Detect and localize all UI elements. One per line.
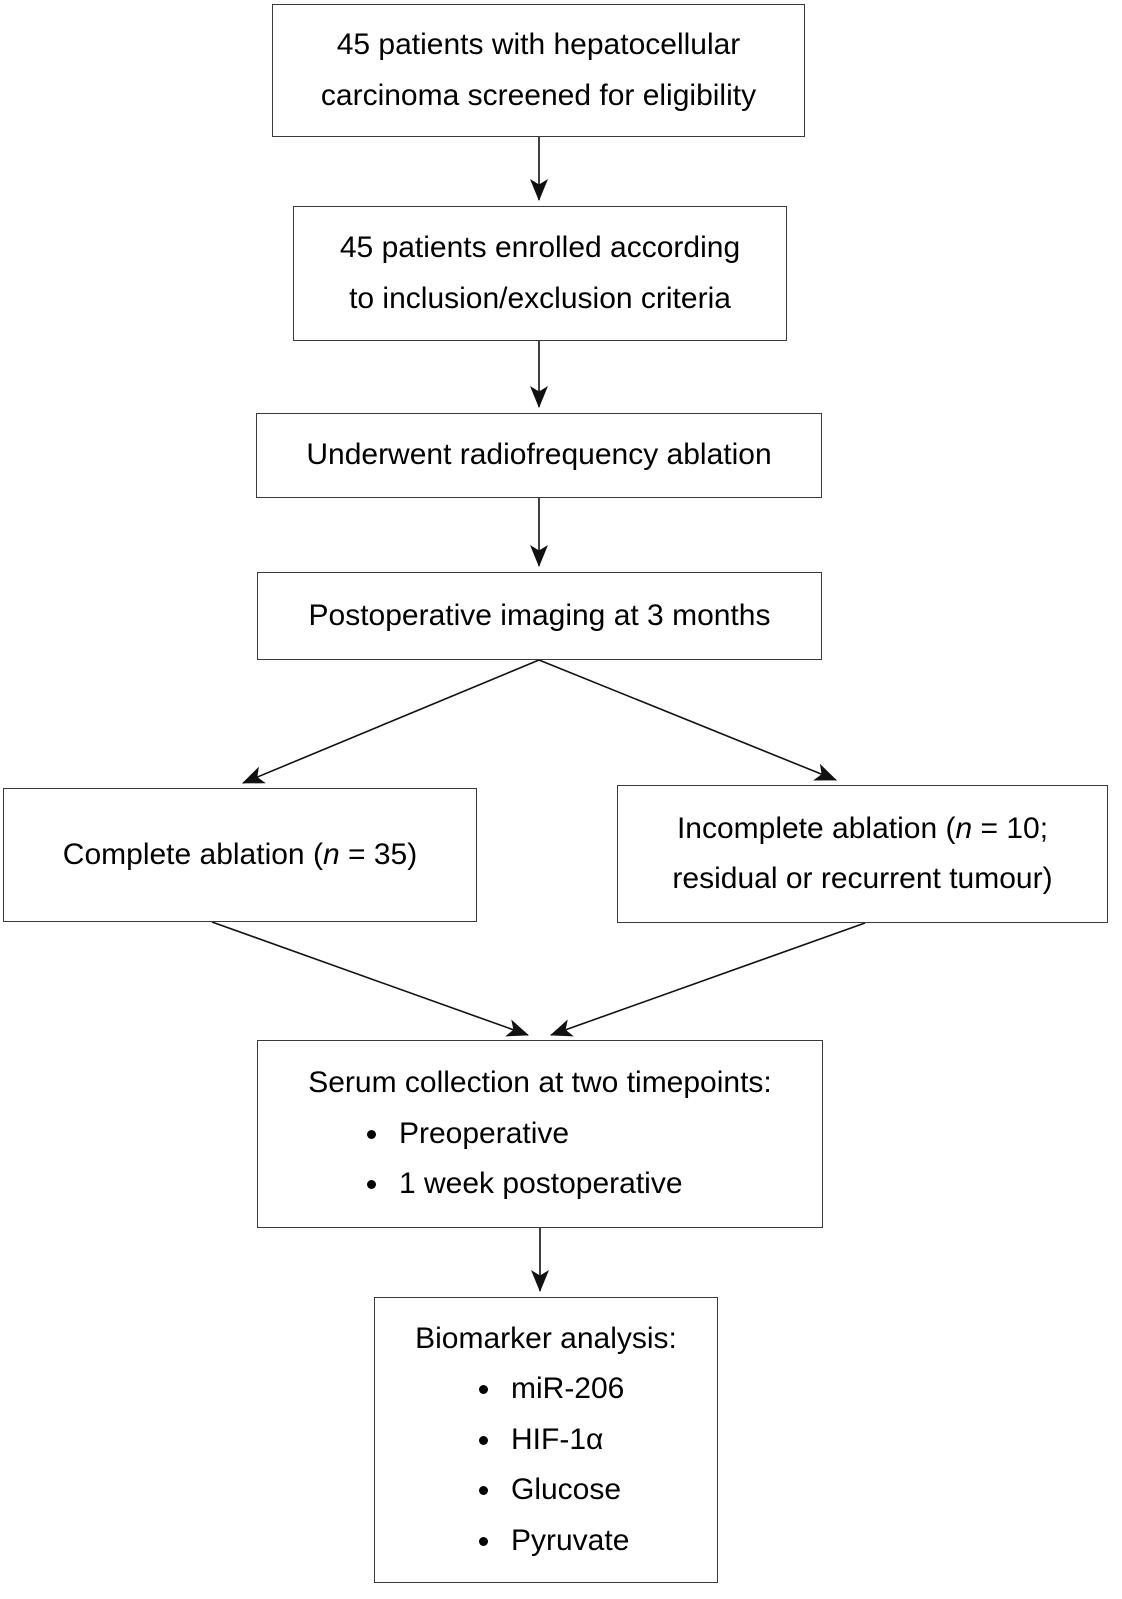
node-text-line: Underwent radiofrequency ablation	[306, 438, 772, 472]
list-item: Pyruvate	[503, 1516, 717, 1566]
n-variable: n	[322, 837, 340, 871]
list-item: HIF-1α	[503, 1415, 717, 1465]
list-item: miR-206	[503, 1364, 717, 1414]
list-item: Glucose	[503, 1465, 717, 1515]
node-text-line: to inclusion/exclusion criteria	[349, 281, 731, 315]
node-incomplete-ablation: Incomplete ablation (n = 10; residual or…	[617, 785, 1108, 923]
node-text-line: residual or recurrent tumour)	[672, 862, 1053, 895]
node-complete-ablation: Complete ablation (n = 35)	[3, 788, 477, 922]
node-screened-for-eligibility: 45 patients with hepatocellular carcinom…	[272, 4, 805, 137]
n-variable: n	[955, 811, 973, 845]
biomarker-list: miR-206 HIF-1α Glucose Pyruvate	[375, 1364, 717, 1566]
arrow-incomplete-to-serum	[550, 922, 866, 1037]
node-text-line: 45 patients with hepatocellular	[336, 28, 741, 62]
node-postoperative-imaging: Postoperative imaging at 3 months	[257, 572, 822, 660]
node-radiofrequency-ablation: Underwent radiofrequency ablation	[256, 413, 822, 498]
node-biomarker-analysis: Biomarker analysis: miR-206 HIF-1α Gluco…	[374, 1297, 718, 1583]
serum-timepoint-list: Preoperative 1 week postoperative	[258, 1109, 822, 1210]
node-serum-collection: Serum collection at two timepoints: Preo…	[257, 1040, 823, 1228]
arrow-imaging-to-incomplete	[538, 659, 837, 781]
node-text-segment: Incomplete ablation (	[676, 811, 956, 845]
node-heading: Biomarker analysis:	[415, 1322, 677, 1356]
node-text-line: Incomplete ablation (n = 10;	[677, 804, 1048, 854]
node-heading: Serum collection at two timepoints:	[308, 1066, 772, 1100]
node-text-line: 45 patients enrolled according	[339, 231, 741, 265]
arrow-complete-to-serum	[211, 921, 529, 1037]
arrow-imaging-to-complete	[242, 659, 540, 784]
node-text-line: Postoperative imaging at 3 months	[308, 598, 771, 632]
node-enrolled: 45 patients enrolled according to inclus…	[293, 206, 787, 341]
node-text-segment: = 10;	[972, 811, 1049, 845]
list-item: 1 week postoperative	[391, 1159, 822, 1209]
node-text-line: carcinoma screened for eligibility	[320, 78, 757, 112]
list-item: Preoperative	[391, 1109, 822, 1159]
node-text-line: Complete ablation (n = 35)	[63, 830, 417, 880]
node-text-segment: Complete ablation (	[62, 837, 323, 871]
node-text-segment: = 35)	[339, 837, 418, 871]
